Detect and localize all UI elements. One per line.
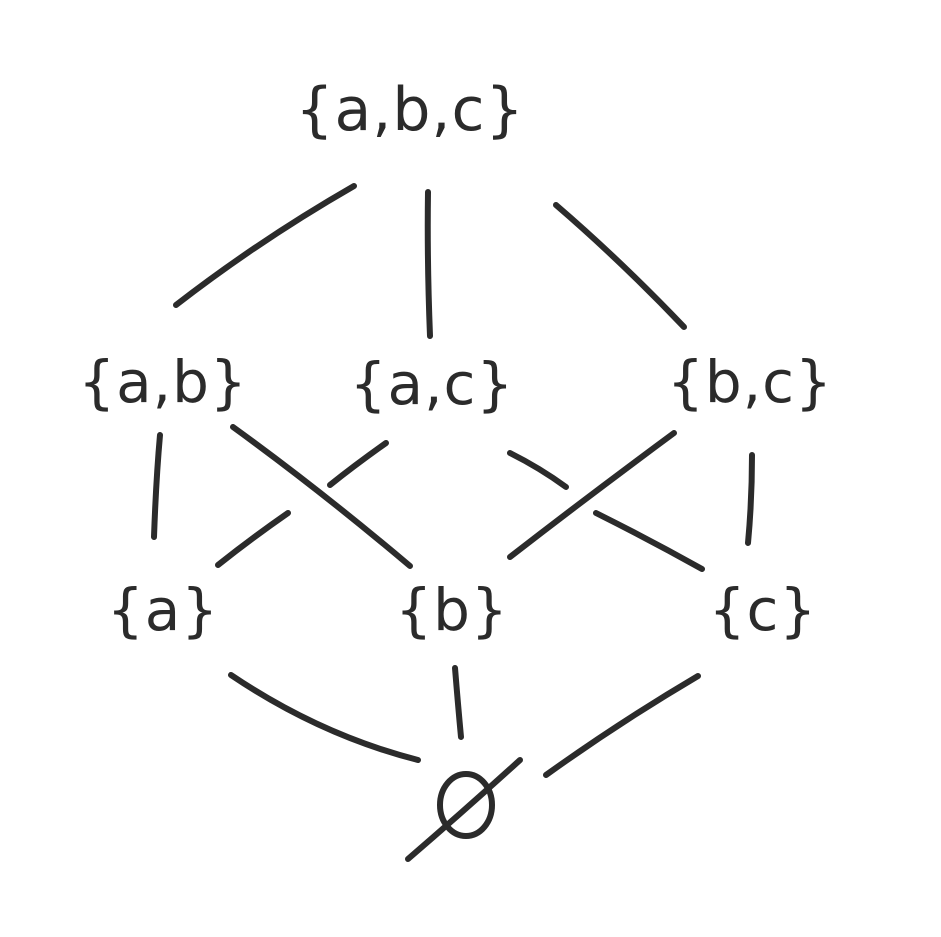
edge-abc-ab [173,183,357,308]
node-b: {b} [395,576,509,644]
node-c: {c} [709,576,818,644]
edge-ac-c-lower [593,510,705,572]
edge-bc-c [745,452,755,546]
node-abc: {a,b,c} [295,75,524,145]
edge-ac-c-upper [507,450,569,490]
edge-ab-b [230,424,413,569]
node-a: {a} [107,576,219,644]
edge-c-empty [543,673,701,778]
edge-abc-bc [553,202,687,330]
empty-set-symbol: ∅ [405,757,523,862]
edge-bc-b [507,430,677,560]
empty-set-slash [405,757,523,862]
edge-abc-ac [424,189,433,339]
edge-a-empty [228,672,421,763]
edge-ab-a [151,432,163,540]
empty-set-circle [437,771,495,839]
edge-b-empty [452,665,464,740]
node-ac: {a,c} [350,350,515,418]
node-ab: {a,b} [78,348,248,416]
node-bc: {b,c} [667,348,833,416]
edge-ac-a-lower [215,510,291,568]
edge-ac-a-upper [327,440,389,488]
